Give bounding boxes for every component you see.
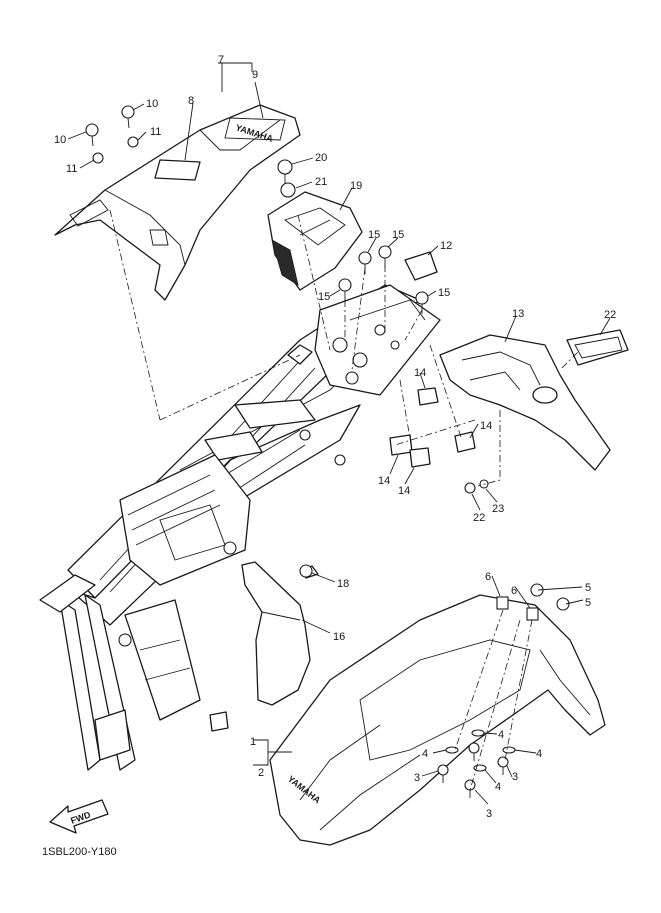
callout-1: 1 [250,736,256,748]
fender-bracket [314,251,441,396]
callout-labels: 7 8 9 10 10 11 11 20 21 19 12 15 15 15 1… [54,54,616,820]
callout-10a: 10 [146,98,158,110]
callout-11b: 11 [66,163,77,175]
forward-arrow: FWD [49,799,109,834]
callout-23: 23 [492,503,504,515]
fasteners [85,105,570,798]
rear-cover-assembly: YAMAHA [54,104,301,301]
callout-14a: 14 [414,367,426,379]
assembly-lines [109,209,581,791]
callout-18: 19 [350,180,362,192]
callout-14d: 14 [398,485,410,497]
callout-7: 7 [218,54,224,66]
callout-20: 21 [315,176,327,188]
callout-4d: 4 [536,748,542,760]
callout-14c: 14 [378,475,390,487]
callout-5a: 5 [585,582,591,594]
mud-flap [241,561,319,706]
callout-2: 2 [258,767,264,779]
callout-22: 22 [473,512,485,524]
callout-4b: 4 [498,729,504,741]
callout-15c: 15 [318,291,330,303]
callout-6a: 6 [485,571,491,583]
nut-washer [464,479,489,494]
callout-16: 16 [333,631,345,643]
callout-9: 9 [252,69,258,81]
callout-13: 13 [512,308,524,320]
callout-11a: 11 [150,126,161,138]
callout-8: 8 [188,95,194,107]
cable-clamps [389,387,476,468]
callout-10b: 10 [54,134,66,146]
callout-19: 20 [315,152,327,164]
license-plate-bracket [439,329,629,471]
callout-3a: 3 [414,772,420,784]
callout-17: 18 [337,578,349,590]
callout-15d: 15 [438,287,450,299]
callout-5b: 5 [585,597,591,609]
diagram-code: 1SBL200-Y180 [42,846,117,858]
leader-lines [67,62,611,805]
callout-4a: 4 [422,748,428,760]
taillight-housing [267,191,363,291]
callout-3c: 3 [486,808,492,820]
callout-21: 22 [604,309,616,321]
front-fender: YAMAHA [269,594,606,846]
callout-6b: 6 [511,585,517,597]
callout-12: 12 [440,240,452,252]
callout-14b: 14 [480,420,492,432]
callout-15a: 15 [368,229,380,241]
callout-4c: 4 [495,781,501,793]
callout-15b: 15 [392,229,404,241]
callout-3b: 3 [512,771,518,783]
